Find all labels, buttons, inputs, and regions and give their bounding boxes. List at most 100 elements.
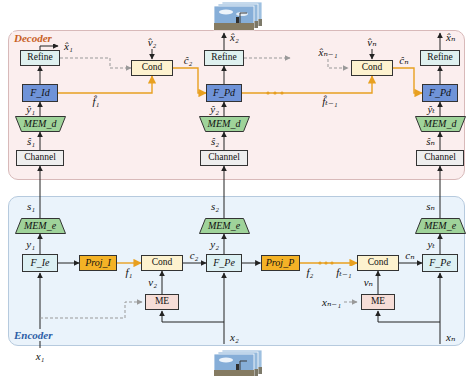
box-label: MEM_d [208,119,241,129]
region-title: Encoder [12,329,55,341]
decoder-block: F_Pd [206,84,242,102]
box-label: F_Id [30,88,49,98]
trapezoid-shape [15,117,65,132]
trapezoid-shape [199,117,249,132]
memory-trapezoid: MEM_d [415,116,466,132]
signal-label: y₂ [209,238,220,250]
projection-box: Proj_I [79,255,117,271]
signal-label: ŝ₁ [26,135,36,147]
signal-label: cₙ [404,249,415,261]
connector-arrow [40,132,41,150]
reference-wire [328,59,348,68]
connector-arrow [40,102,41,116]
signal-label: v̂ₙ [366,36,377,48]
box-label: F_Pe [429,258,451,268]
signal-label: ŷ₁ [25,103,36,115]
memory-trapezoid: MEM_d [15,116,66,132]
signal-label: ŝₙ [425,135,436,147]
signal-label: x₁ [35,350,46,362]
connector-arrow [378,271,379,294]
connector-arrow [224,102,225,116]
output-wire [224,33,225,50]
channel-box: Channel [16,150,64,166]
memory-trapezoid: MEM_e [15,218,66,234]
signal-label: sₙ [425,200,436,212]
connector-arrow [440,102,441,116]
box-label: MEM_e [24,221,56,231]
box-label: ME [155,297,169,307]
signal-label: x̂ₙ [445,31,456,43]
trapezoid-shape [415,219,465,234]
refine-box: Refine [20,50,60,66]
motion-estimation-box: ME [145,294,179,310]
input-wire [440,273,441,344]
input-frames-thumbnail [214,350,262,376]
connector-arrow [300,262,358,263]
box-label: MEM_d [24,119,57,129]
signal-label: x̂ₙ₋₁ [318,46,339,58]
connector-arrow [40,66,41,84]
box-label: F_Pe [213,258,235,268]
signal-label: f̂ₜ₋₁ [321,95,338,107]
box-label: F_Pd [429,88,451,98]
connector-arrow [224,234,225,254]
reference-wires [40,58,357,318]
box-label: Cond [368,258,389,268]
connector-arrow [440,66,441,84]
encoder-region: EncoderMEM_eF_IeProj_ICondMEMEM_eF_PePro… [8,196,465,346]
output-wire [440,33,441,50]
condition-box: Cond [357,255,399,271]
signal-label: ŷ₂ [209,103,220,115]
connector-arrow [40,166,41,218]
condition-box: Cond [141,255,183,271]
memory-trapezoid: MEM_e [415,218,466,234]
trapezoid-shape [415,117,465,132]
signal-label: v₂ [147,276,158,288]
connector-arrow [183,263,206,264]
connector-arrow [440,234,441,254]
box-label: MEM_e [424,221,456,231]
memory-trapezoid: MEM_d [199,116,250,132]
decoder-block: F_Id [22,84,58,102]
signal-wires [40,33,440,348]
connector-arrow [440,132,441,150]
box-label: Refine [27,53,52,63]
signal-label: vₙ [363,276,374,288]
memory-trapezoid: MEM_e [199,218,250,234]
connector-arrow [224,132,225,150]
box-label: MEM_e [208,221,240,231]
connector-arrow [224,166,225,218]
signal-label: yₜ [426,238,436,250]
signal-label: v̂₂ [147,36,158,48]
decoder-region: DecoderRefineF_IdMEM_dCondRefineF_PdMEM_… [8,30,465,180]
refine-box: Refine [204,50,244,66]
signal-label: f₁ [125,266,134,278]
encoder-block: F_Pe [206,254,242,272]
decoder-block: F_Pd [422,84,458,102]
box-label: Refine [211,53,236,63]
connector-arrow [162,271,163,294]
signal-label: f₂ [306,266,315,278]
signal-label: s₁ [26,200,36,212]
trapezoid-shape [199,219,249,234]
connector-arrow [117,262,141,263]
signal-label: xₙ₋₁ [321,296,342,308]
connector-arrow [242,76,372,93]
connector-arrow [58,263,79,264]
input-wire [162,311,224,322]
input-wire [224,273,225,344]
signal-label: ŷₜ [426,103,436,115]
encoder-block: F_Pe [422,254,458,272]
connector-arrow [60,58,131,68]
signal-label: s₂ [210,200,220,212]
signal-label: x̂₁ [63,40,74,52]
motion-estimation-box: ME [361,294,395,310]
signal-label: x₂ [229,331,240,343]
trapezoid-shape [15,219,65,234]
signal-label: c₂ [189,249,200,261]
reference-wire [40,302,142,318]
box-label: Proj_I [85,258,111,268]
connector-arrow [58,76,152,93]
refine-box: Refine [420,50,460,66]
connector-arrow [40,234,41,254]
